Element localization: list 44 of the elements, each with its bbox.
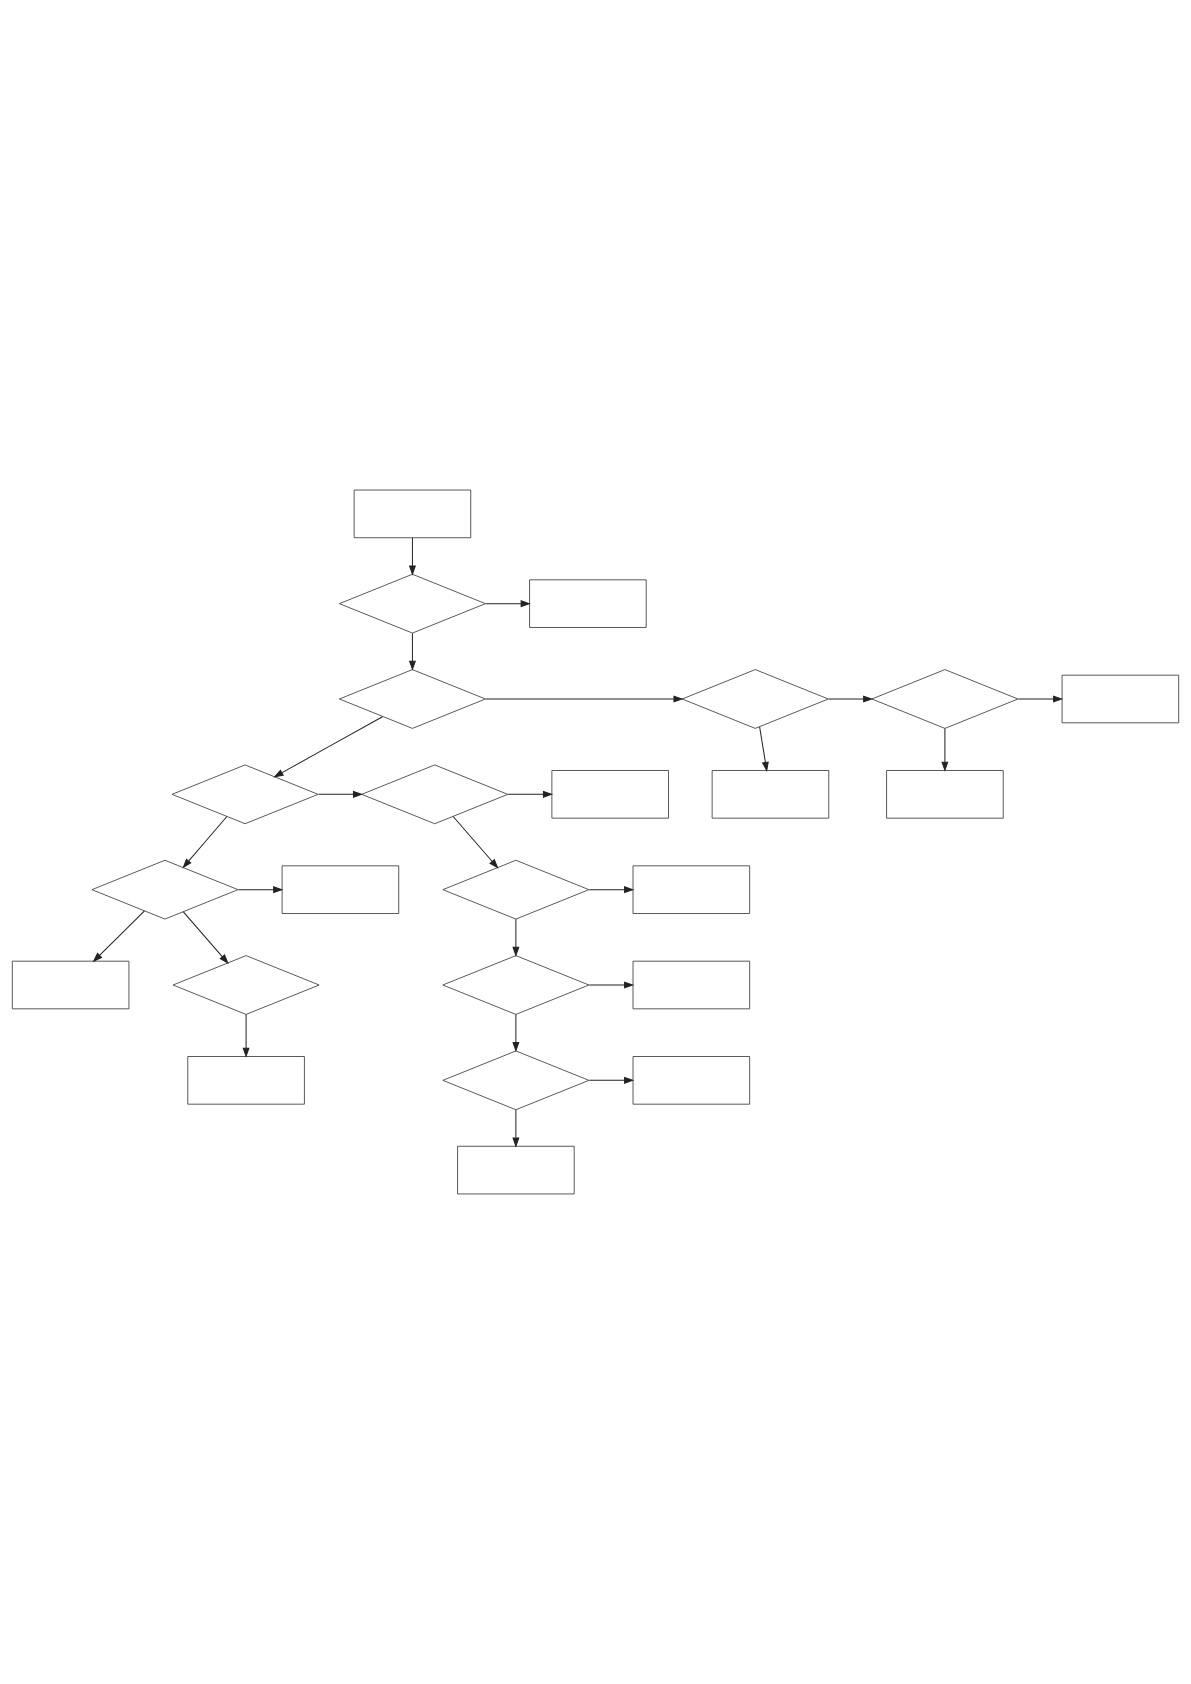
- arrow: [485, 695, 684, 703]
- node-diamond: [171, 764, 319, 825]
- node-diamond: [681, 669, 829, 729]
- arrow: [512, 1109, 520, 1148]
- arrow: [182, 911, 229, 965]
- arrow: [408, 632, 416, 671]
- arrow: [273, 716, 383, 778]
- node-box: [632, 960, 751, 1010]
- node-diamond: [442, 1050, 590, 1111]
- arrow: [828, 695, 874, 703]
- node-box: [711, 770, 830, 819]
- arrow: [408, 537, 416, 576]
- node-box: [457, 1145, 575, 1195]
- node-box: [187, 1056, 305, 1105]
- node-box: [886, 770, 1004, 819]
- node-box: [353, 489, 472, 539]
- arrow: [92, 910, 145, 963]
- arrow: [237, 886, 284, 894]
- node-box: [632, 865, 751, 914]
- node-box: [281, 865, 400, 914]
- arrow: [512, 918, 520, 957]
- arrow: [1017, 695, 1064, 703]
- node-diamond: [361, 764, 509, 825]
- node-box: [551, 770, 669, 819]
- node-box: [529, 579, 647, 628]
- arrow: [588, 886, 635, 894]
- arrow: [588, 1076, 635, 1084]
- arrow: [512, 1014, 520, 1053]
- node-diamond: [339, 573, 486, 634]
- arrow: [485, 600, 531, 608]
- node-box: [11, 960, 130, 1010]
- arrow: [452, 816, 499, 869]
- node-box: [632, 1056, 751, 1105]
- arrow: [941, 728, 949, 772]
- node-box: [1061, 674, 1180, 724]
- arrow: [182, 816, 228, 869]
- arrow: [759, 726, 769, 772]
- node-diamond: [339, 669, 486, 729]
- arrow: [242, 1014, 250, 1058]
- arrow: [588, 981, 635, 989]
- node-diamond: [442, 955, 590, 1015]
- node-diamond: [871, 669, 1019, 729]
- arrow: [507, 790, 554, 798]
- arrow: [317, 790, 364, 798]
